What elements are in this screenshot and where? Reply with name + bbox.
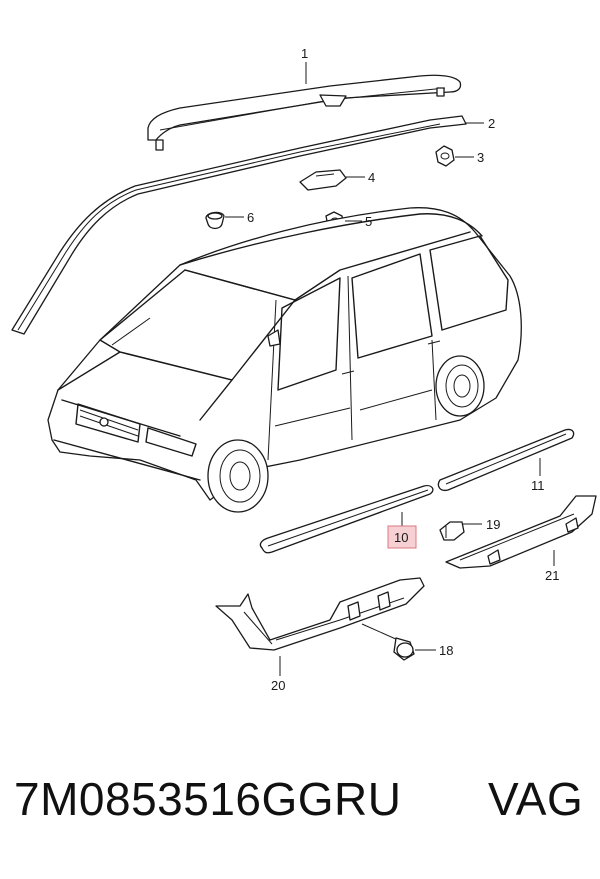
callout-19: 19 [486,517,500,532]
callout-1: 1 [301,46,308,61]
callout-18: 18 [439,643,453,658]
clip-part-6 [205,211,225,230]
sill-trim-part-21 [445,495,597,569]
clip-part-19 [439,521,465,541]
roof-strip-part-2 [11,115,467,335]
callout-11: 11 [531,478,545,493]
callout-labels: 1 2 3 4 5 6 10 11 19 21 18 20 [247,46,559,693]
callout-3: 3 [477,150,484,165]
lower-trim-part-20 [215,577,425,651]
van-illustration [47,207,522,513]
roof-rail-part-1 [147,74,462,151]
screw-part-18 [361,623,415,661]
nut-part-3 [435,145,455,167]
callout-21: 21 [545,568,559,583]
leader-lines [225,62,555,676]
footer: 7M0853516GGRU VAG [0,772,600,852]
callout-5: 5 [365,214,372,229]
side-strip-part-11 [437,428,575,492]
part-number: 7M0853516GGRU [14,773,402,825]
callout-10: 10 [394,530,408,545]
callout-4: 4 [368,170,375,185]
callout-6: 6 [247,210,254,225]
side-strip-part-10 [259,484,434,554]
callout-20: 20 [271,678,285,693]
brand-name: VAG [488,773,584,825]
callout-2: 2 [488,116,495,131]
bracket-part-4 [299,169,347,191]
callout-10-highlight [387,525,417,549]
